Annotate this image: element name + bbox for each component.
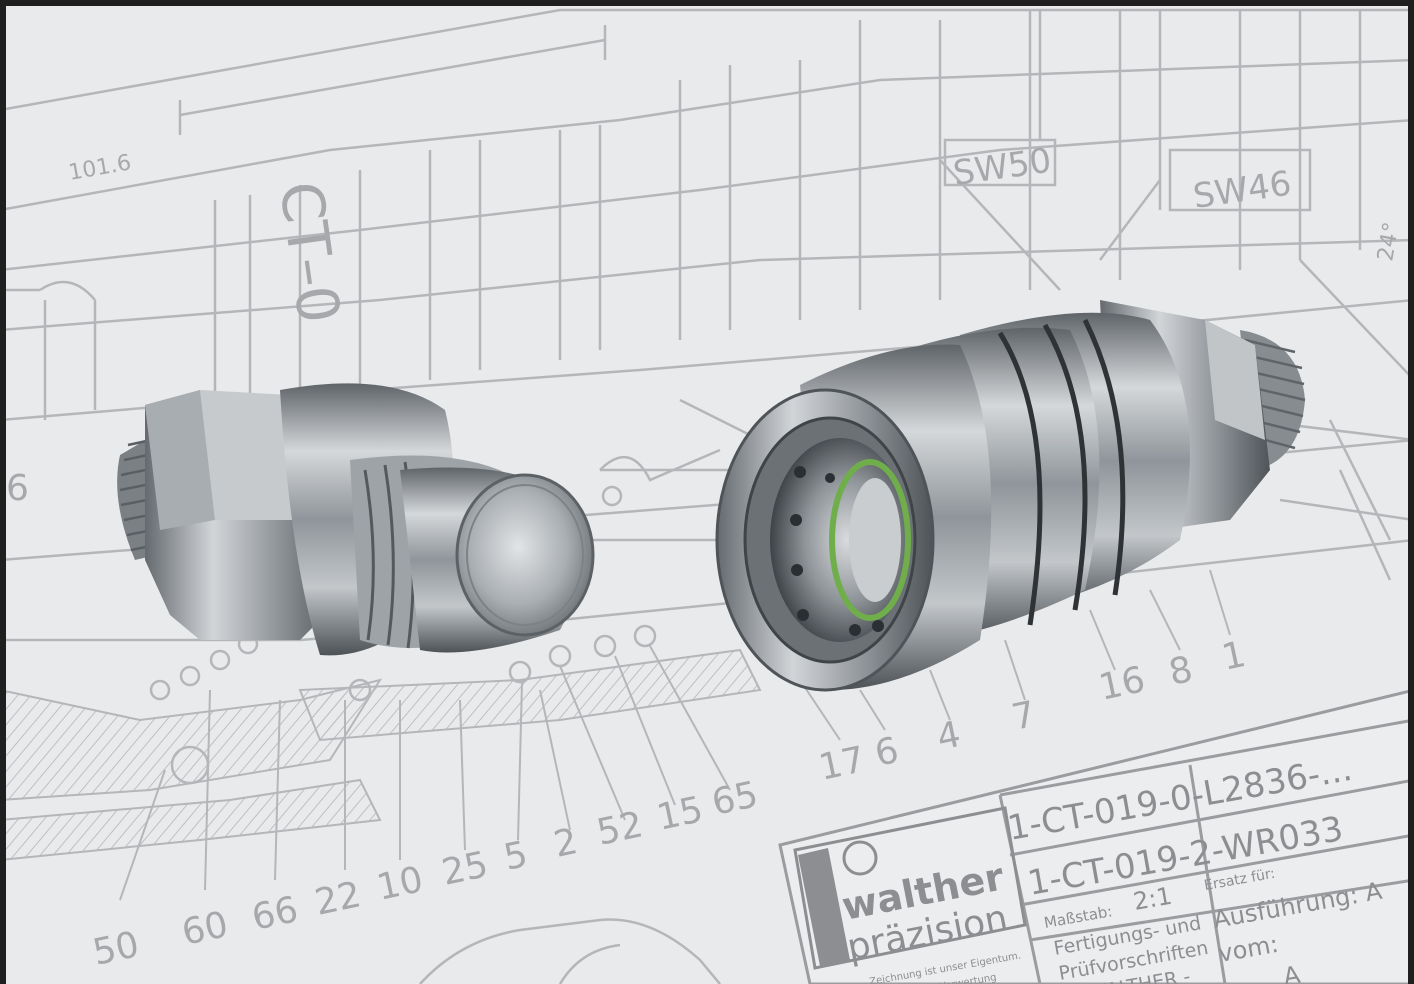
leader-lines [119,569,1231,901]
callout-6: 6 [871,730,902,775]
callout-7: 7 [1008,694,1039,739]
callout-25: 25 [438,844,491,894]
callout-52: 52 [593,804,646,854]
dimension-101-6: 101.6 [67,150,133,186]
callout-15: 15 [653,789,706,839]
female-coupling-socket [715,300,1306,692]
callout-65: 65 [708,774,761,824]
callout-66: 66 [248,889,301,939]
callout-5: 5 [500,834,531,879]
callout-8: 8 [1165,649,1196,694]
scale-value: 2:1 [1131,882,1174,916]
callout-4: 4 [933,714,964,759]
lower-drawing-fragment [419,918,721,984]
callout-10: 10 [373,859,426,909]
green-o-ring [829,459,911,621]
callout-22: 22 [311,874,364,924]
title-block: walther präzision 1-CT-019-0-L2836-... 1… [778,688,1414,984]
small-letter: A [1281,960,1303,984]
callout-16: 16 [1095,659,1148,709]
callout-50: 50 [89,924,142,974]
angle-24: 24° [1373,220,1404,263]
callout-60: 60 [178,904,231,954]
callout-1: 1 [1218,634,1249,679]
male-coupling-plug [117,383,595,656]
part-text-ct: CT–0 [266,177,353,327]
callout-17: 17 [815,739,868,789]
section-hatching [0,648,762,862]
callout-partial-6: 6 [6,468,29,509]
callout-2: 2 [550,821,581,866]
ownership-line-2: Verwertung [939,972,998,984]
